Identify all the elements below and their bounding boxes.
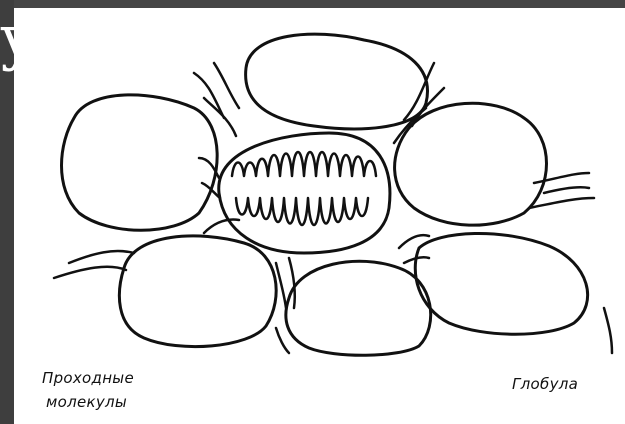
tie-molecule-bottom-left xyxy=(54,220,239,278)
caption-tie-molecules: Проходные молекулы xyxy=(42,366,242,414)
central-crystallite xyxy=(219,133,390,253)
tie-molecule-top-left xyxy=(194,63,239,136)
globule-bottom-middle xyxy=(286,261,431,355)
folded-chains-upper xyxy=(232,152,376,176)
polymer-structure-diagram xyxy=(14,8,625,358)
caption-globule: Глобула xyxy=(512,372,578,396)
tie-molecule-top-right xyxy=(394,63,444,143)
globule-left xyxy=(62,95,218,230)
globule-right xyxy=(395,103,547,225)
diagram-panel: Проходные молекулы Глобула xyxy=(14,8,625,424)
globule-bottom-left xyxy=(119,236,276,347)
globule-top xyxy=(246,34,428,129)
tie-molecule-center-bottom xyxy=(276,258,295,353)
slide-title-fragment: у xyxy=(0,8,35,68)
slide-top-bar xyxy=(0,0,625,8)
tie-molecule-right xyxy=(529,173,594,208)
caption-tie-molecules-line2: молекулы xyxy=(42,390,242,414)
caption-tie-molecules-line1: Проходные xyxy=(42,366,242,390)
globule-bottom-right xyxy=(415,233,587,334)
folded-chains-lower xyxy=(236,198,368,225)
